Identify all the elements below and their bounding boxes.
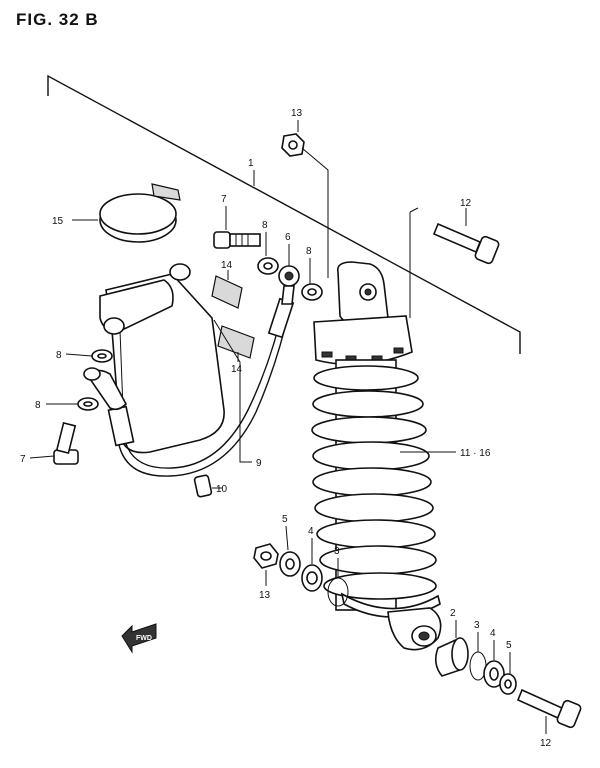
mount-bolts <box>432 222 582 729</box>
callout-15: 15 <box>52 216 64 227</box>
callout-4-left: 4 <box>308 526 314 537</box>
callout-8-b: 8 <box>306 246 312 257</box>
callout-10: 10 <box>216 484 228 495</box>
callout-7-upper: 7 <box>221 194 227 205</box>
reservoir-tank <box>99 263 225 454</box>
right-mount-hardware <box>434 636 517 695</box>
callout-11-16: 11 · 16 <box>460 448 491 459</box>
callout-14-upper: 14 <box>221 260 233 271</box>
callout-12-lower: 12 <box>540 738 552 749</box>
callout-9: 9 <box>256 458 262 469</box>
callout-8-c: 8 <box>56 350 62 361</box>
left-mount-hardware <box>279 551 349 607</box>
fwd-label: FWD <box>136 635 152 642</box>
callout-13-lower: 13 <box>259 590 271 601</box>
rear-shock-absorber <box>311 261 442 651</box>
callout-3-left: 3 <box>334 546 340 557</box>
callout-13-upper: 13 <box>291 108 303 119</box>
union-bolts <box>53 231 261 465</box>
callout-8-d: 8 <box>35 400 41 411</box>
coil-spring <box>311 365 437 600</box>
leader-lines <box>29 120 547 734</box>
figure-title: FIG. 32 B <box>16 10 99 29</box>
callout-5-right: 5 <box>506 640 512 651</box>
callout-3-right: 3 <box>474 620 480 631</box>
callout-4-right: 4 <box>490 628 496 639</box>
forward-arrow-icon <box>121 623 157 654</box>
rubber-pads <box>211 275 255 359</box>
spring-seat-notches <box>321 347 404 362</box>
callout-5-left: 5 <box>282 514 288 525</box>
assembly-bracket <box>47 74 521 354</box>
callout-7-lower: 7 <box>20 454 26 465</box>
callout-labels: 1 2 3 3 4 4 5 5 6 7 7 8 8 8 8 9 10 11 · … <box>20 108 552 749</box>
valve-cap <box>193 474 213 498</box>
hose-clamp <box>99 183 181 243</box>
nuts <box>253 133 305 569</box>
callout-14-lower: 14 <box>231 364 243 375</box>
reservoir-hose <box>83 297 295 477</box>
fwd-marker: FWD <box>121 623 157 654</box>
callout-12-upper: 12 <box>460 198 472 209</box>
callout-2: 2 <box>450 608 456 619</box>
banjo-fitting <box>278 265 300 305</box>
callout-6: 6 <box>285 232 291 243</box>
callout-1: 1 <box>248 158 254 169</box>
callout-8-a: 8 <box>262 220 268 231</box>
